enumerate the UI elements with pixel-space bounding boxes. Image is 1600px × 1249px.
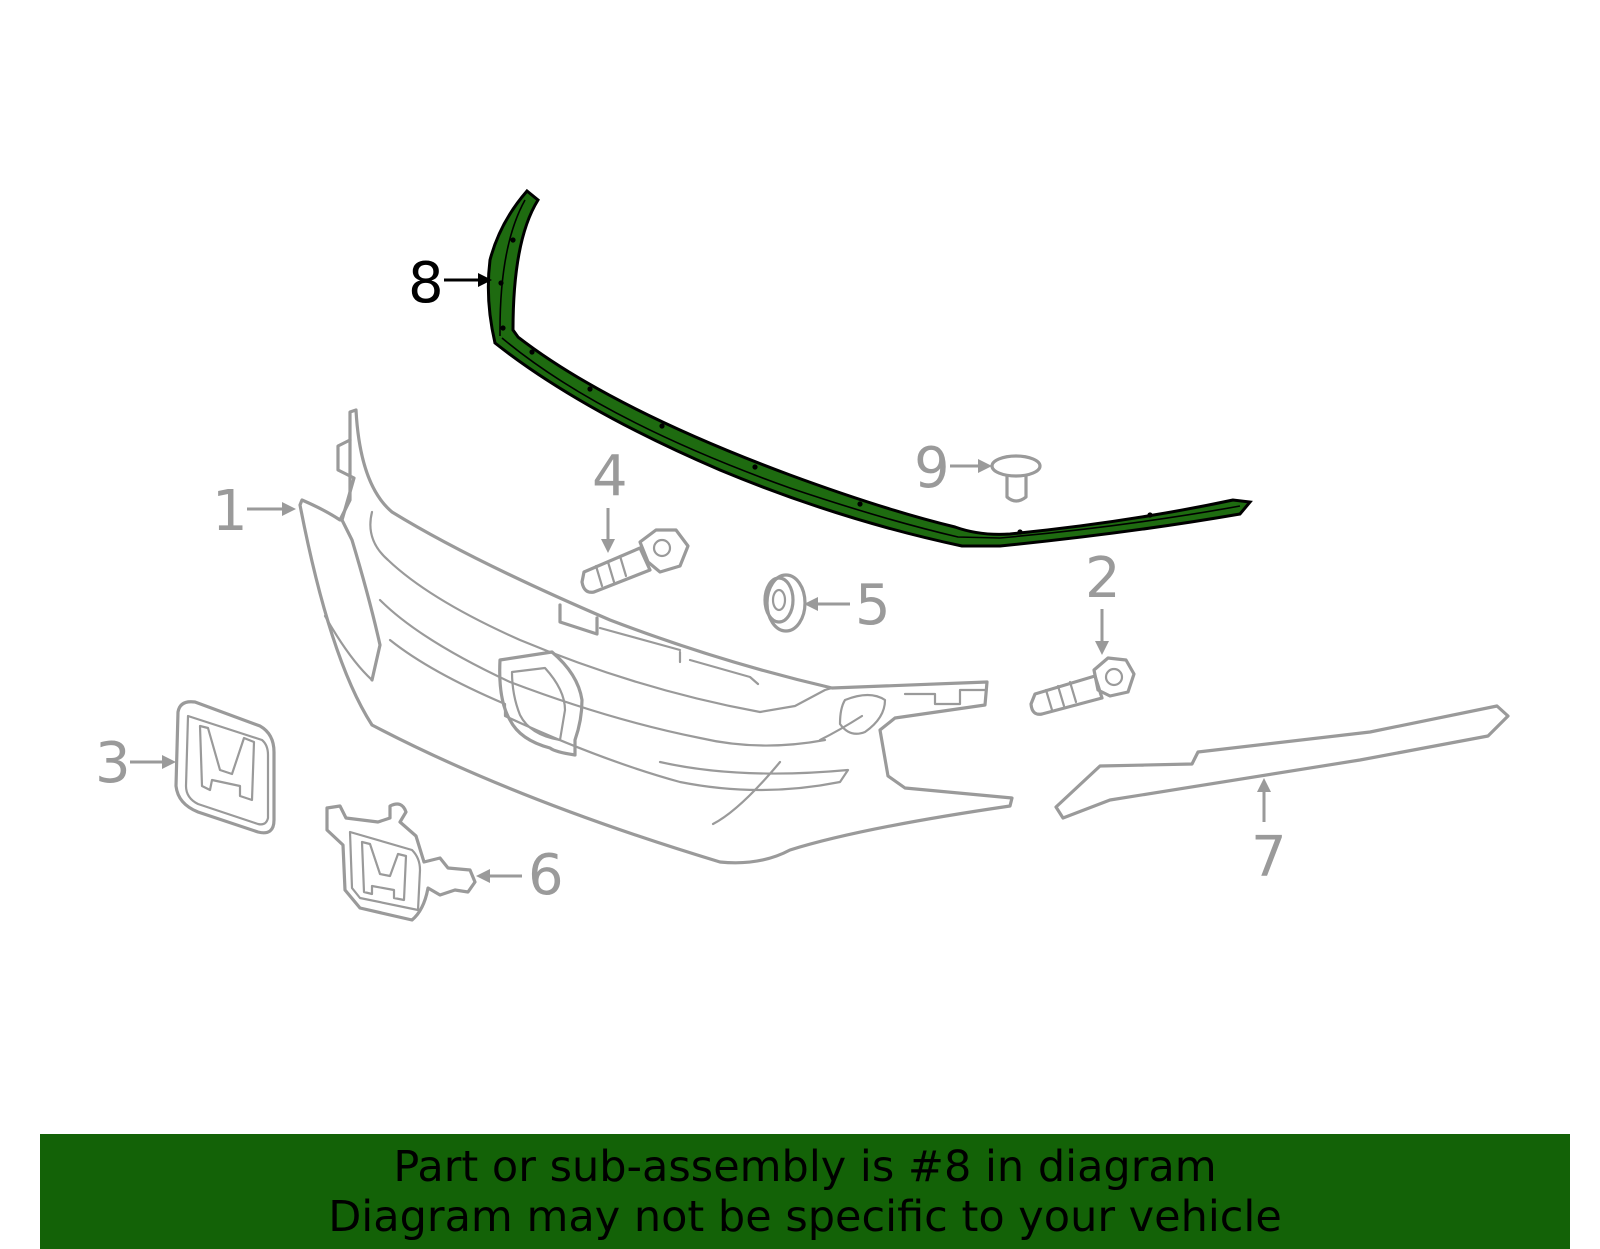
callout-5-label: 5: [855, 573, 891, 638]
callout-7: 7: [1251, 778, 1287, 890]
callout-3-label: 3: [95, 731, 131, 796]
part-4-bolt[interactable]: [580, 528, 690, 594]
callout-9-label: 9: [914, 436, 950, 501]
part-3-emblem[interactable]: [174, 700, 276, 835]
part-info-banner: Part or sub-assembly is #8 in diagram Di…: [40, 1134, 1570, 1249]
callout-4-label: 4: [592, 444, 628, 509]
callout-1-label: 1: [212, 479, 248, 544]
callout-2-label: 2: [1085, 546, 1121, 611]
callout-4: 4: [592, 444, 628, 553]
callout-6: 6: [476, 843, 564, 908]
banner-line-disclaimer: Diagram may not be specific to your vehi…: [328, 1191, 1282, 1242]
callout-1: 1: [212, 479, 296, 544]
part-8-molding[interactable]: [486, 188, 1253, 548]
banner-line-part-number: Part or sub-assembly is #8 in diagram: [393, 1141, 1217, 1192]
part-2-bolt[interactable]: [1029, 656, 1136, 716]
callout-7-label: 7: [1251, 825, 1287, 890]
part-1-front-grille[interactable]: [298, 408, 1014, 865]
callout-5: 5: [804, 573, 891, 638]
callout-8-label: 8: [408, 251, 444, 316]
part-7-lower-molding[interactable]: [1054, 704, 1510, 820]
part-9-clip[interactable]: [990, 454, 1042, 503]
callout-8: 8: [408, 251, 492, 316]
callout-9: 9: [914, 436, 992, 501]
part-6-emblem-base[interactable]: [325, 802, 477, 922]
callout-3: 3: [95, 731, 176, 796]
callout-2: 2: [1085, 546, 1121, 655]
callout-6-label: 6: [528, 843, 564, 908]
part-5-nut[interactable]: [763, 573, 807, 633]
